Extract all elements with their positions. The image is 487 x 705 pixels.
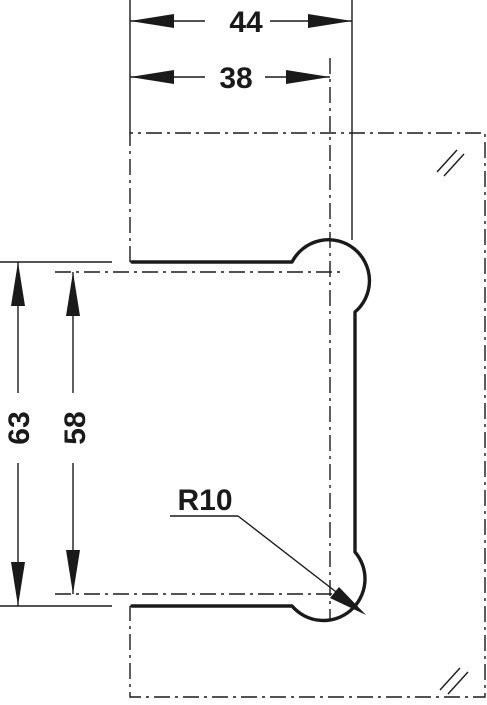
glass-panel-outline [55,58,486,698]
dimension-label-58: 58 [59,411,92,444]
dimension-label-44: 44 [229,6,263,39]
glass-hatch-bottom-icon [439,667,469,695]
hinge-profile [130,238,372,623]
dimension-58: 58 [59,272,92,594]
dimension-44: 44 [129,0,353,240]
radius-label: R10 [177,484,232,517]
glass-hatch-top-icon [436,149,465,177]
dimension-label-63: 63 [3,411,36,444]
dimension-label-38: 38 [219,62,252,95]
radius-callout: R10 [170,484,366,615]
dimension-63: 63 [0,261,112,607]
dimension-38: 38 [130,62,330,95]
